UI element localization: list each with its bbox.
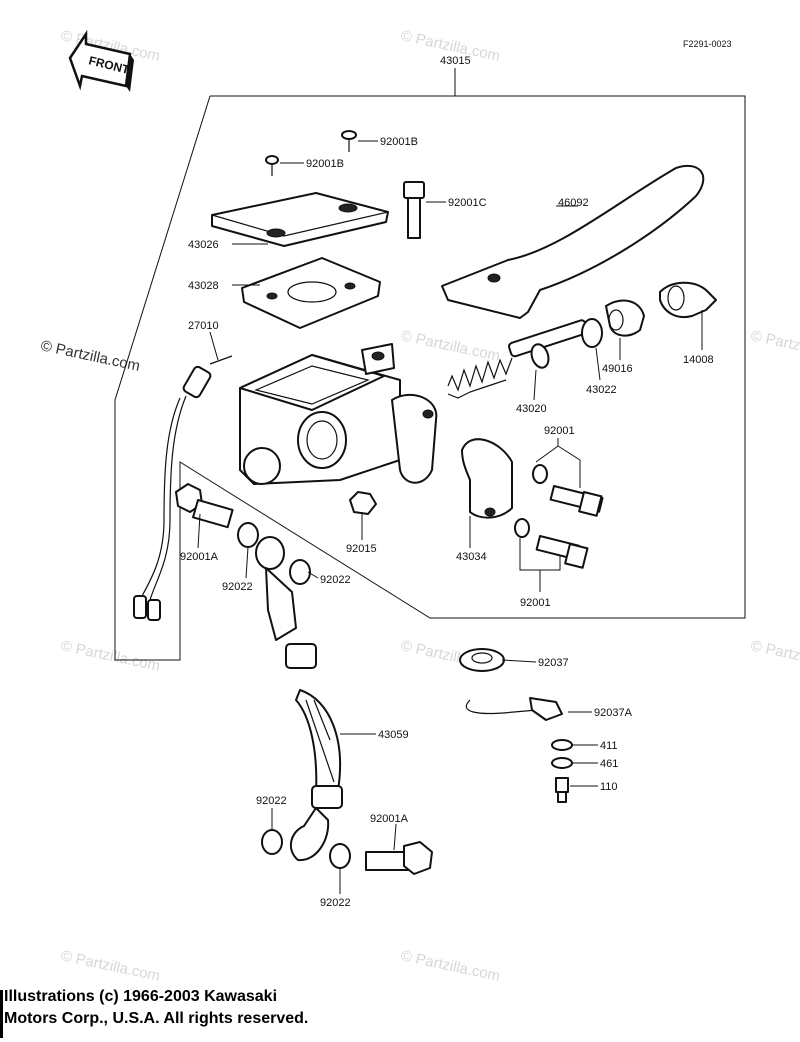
master-cylinder-body	[239, 343, 438, 485]
label-92022-left: 92022	[222, 581, 253, 593]
label-411: 411	[600, 740, 618, 752]
leader-lines	[197, 140, 703, 894]
watermark: © Partzilla.com	[39, 337, 141, 375]
push-rod-parts	[581, 281, 717, 348]
label-92022-bottom-left: 92022	[256, 795, 287, 807]
watermark: © Partzilla.com	[749, 327, 800, 365]
label-46092: 46092	[558, 197, 589, 209]
label-92001A-lower: 92001A	[370, 813, 409, 825]
label-92001A-upper: 92001A	[180, 551, 219, 563]
label-92037: 92037	[538, 657, 569, 669]
watermark: © Partzilla.com	[59, 947, 161, 985]
reservoir-screws	[265, 130, 425, 239]
figure-code: F2291-0023	[683, 39, 732, 49]
watermark: © Partzilla.com	[749, 637, 800, 675]
label-49016: 49016	[602, 363, 633, 375]
banjo-bolt-upper	[175, 483, 234, 529]
label-43034: 43034	[456, 551, 487, 563]
watermark: © Partzilla.com	[59, 637, 161, 675]
brake-light-switch	[133, 355, 233, 621]
label-14008: 14008	[683, 354, 714, 366]
label-92001-lower: 92001	[520, 597, 551, 609]
label-43028: 43028	[188, 280, 219, 292]
label-43026: 43026	[188, 239, 219, 251]
label-92037A: 92037A	[594, 707, 633, 719]
label-92001B-left: 92001B	[306, 158, 344, 170]
part-labels: 43015 92001B 92001B 92001C 46092 43026 4…	[180, 55, 714, 909]
label-92022-bottom: 92022	[320, 897, 351, 909]
clamp-bolts	[514, 464, 604, 569]
copyright-notice: Illustrations (c) 1966-2003 Kawasaki Mot…	[4, 988, 309, 1027]
label-43022: 43022	[586, 384, 617, 396]
brake-lever	[441, 165, 705, 319]
banjo-bolt-lower	[261, 829, 433, 875]
watermark: © Partzilla.com	[399, 947, 501, 985]
label-110: 110	[600, 781, 618, 793]
lower-hardware	[459, 648, 573, 803]
label-92001-upper: 92001	[544, 425, 575, 437]
diaphragm	[241, 257, 381, 329]
label-461: 461	[600, 758, 618, 770]
label-92001B-top: 92001B	[380, 136, 418, 148]
front-arrow: FRONT	[68, 29, 134, 92]
handlebar-clamp	[461, 438, 513, 519]
label-92001C: 92001C	[448, 197, 487, 209]
label-43059: 43059	[378, 729, 409, 741]
assembly-outline	[114, 68, 746, 661]
reservoir-cap	[211, 192, 389, 247]
label-43015: 43015	[440, 55, 471, 67]
label-43020: 43020	[516, 403, 547, 415]
brake-hose	[237, 522, 343, 862]
label-92022-right: 92022	[320, 574, 351, 586]
bleeder-cap	[349, 491, 377, 515]
piston-assembly	[447, 319, 589, 399]
watermark: © Partzilla.com	[399, 327, 501, 365]
label-92015: 92015	[346, 543, 377, 555]
label-27010: 27010	[188, 320, 219, 332]
copyright-bar	[0, 990, 3, 1038]
